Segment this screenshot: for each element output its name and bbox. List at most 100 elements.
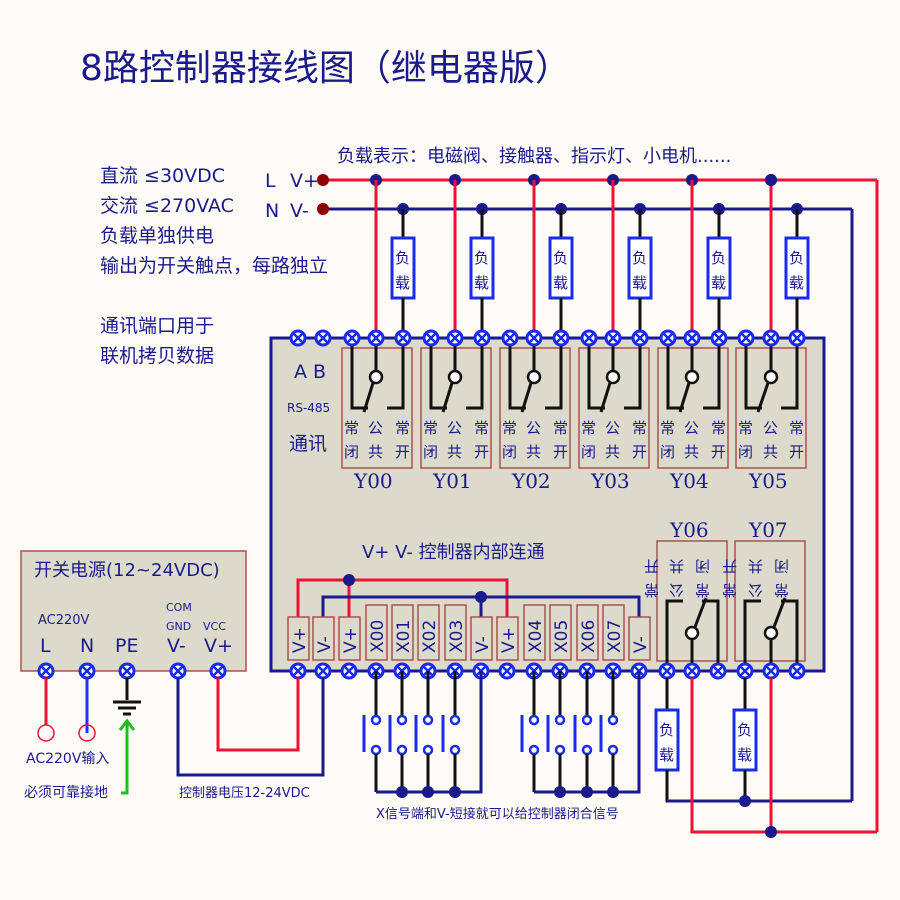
input-terminal-label-V+: V+ (341, 627, 361, 653)
terminal-cross (791, 332, 803, 344)
ground-arrow (121, 722, 129, 795)
terminal-cross (686, 332, 698, 344)
common-junction-dot (396, 786, 408, 798)
ps-terminal-n: N (80, 635, 94, 657)
input-terminal-label-V-: V- (631, 636, 651, 653)
com-junction-dot (765, 826, 777, 838)
load-label-top: 负 (632, 249, 647, 267)
page-title: 8路控制器接线图（继电器版） (80, 48, 571, 89)
input-terminal-box (470, 616, 493, 661)
contact-label-bottom: 闭 (502, 443, 517, 461)
button-contact-top (449, 714, 461, 726)
input-terminal-label-V+: V+ (290, 627, 310, 653)
bottom-terminal (498, 662, 516, 680)
common-junction-dot (449, 786, 461, 798)
note-dc-limit: 直流 ≤30VDC (100, 165, 225, 187)
ps-terminal-screw (78, 662, 96, 680)
controller-panel (269, 336, 826, 673)
top-terminal (394, 329, 412, 347)
input-terminal-label-V-: V- (473, 636, 493, 653)
contact-label-top: 公 (684, 419, 699, 437)
ps-terminal-vplus: V+ (204, 635, 233, 657)
load-label-bottom: 载 (474, 274, 489, 292)
ps-terminal-l: L (40, 635, 51, 657)
load-Y04: 负载 (706, 236, 732, 300)
nc-contact (666, 338, 684, 410)
contact-label-top: 公 (368, 419, 383, 437)
bus-junction-dot (765, 174, 777, 186)
contact-label-bottom: 开 (711, 443, 726, 461)
relay-label-Y04: Y04 (669, 469, 709, 493)
ac-n-input-icon (78, 724, 96, 742)
contact-label-top: 常 (644, 581, 659, 599)
nc-contact (350, 338, 368, 410)
terminal-cross (662, 332, 674, 344)
terminal-cross (739, 665, 751, 677)
switch-blade (678, 382, 691, 413)
com-pivot (526, 369, 542, 385)
button-contact-bottom (607, 744, 619, 756)
bus-n-label: N (265, 200, 279, 222)
load-Y03: 负载 (627, 236, 653, 300)
top-terminal (343, 329, 361, 347)
supply-vminus-wire (176, 678, 325, 777)
input-terminal-label-V+: V+ (499, 627, 519, 653)
load-label-top: 负 (659, 721, 674, 739)
note-separate-supply: 负载单独供电 (100, 225, 214, 247)
contact-label-top: 常 (774, 581, 789, 599)
contact-label-top: 常 (738, 419, 753, 437)
com-pivot (684, 369, 700, 385)
contact-label-top: 常 (581, 419, 596, 437)
no-contact (624, 338, 642, 410)
switch-blade (441, 382, 454, 413)
input-terminal-box (417, 604, 440, 661)
note-ctrl-voltage: 控制器电压12-24VDC (179, 786, 310, 801)
top-terminal (422, 329, 440, 347)
bus-l-vplus: V+ (290, 170, 319, 192)
ps-terminal-screw (209, 662, 227, 680)
bottom-terminal (658, 662, 676, 680)
terminal-cross (504, 332, 516, 344)
terminal-cross (501, 665, 513, 677)
ps-terminal-pe: PE (115, 635, 138, 657)
note-ac-limit: 交流 ≤270VAC (100, 195, 234, 217)
terminal-cross (317, 332, 329, 344)
no-contact (703, 338, 721, 410)
com-pivot (447, 369, 463, 385)
load-label-top: 负 (474, 249, 489, 267)
no-contact (743, 599, 761, 671)
contact-label-top: 公 (526, 419, 541, 437)
input-terminal-box (602, 604, 625, 661)
top-terminal (552, 329, 570, 347)
terminal-cross (172, 665, 184, 677)
ground-arrow-head (118, 718, 136, 731)
top-terminal (446, 329, 464, 347)
no-contact (665, 599, 683, 671)
ps-com-label: COM (166, 601, 192, 614)
rs485-ab-label: A B (294, 361, 326, 383)
bottom-terminal (736, 662, 754, 680)
load-Y01: 负载 (469, 236, 495, 300)
contact-label-bottom: 开 (789, 443, 804, 461)
contact-label-bottom: 共 (605, 443, 620, 461)
relay-label-Y07: Y07 (748, 518, 788, 542)
contact-label-bottom: 共 (684, 443, 699, 461)
top-terminal (659, 329, 677, 347)
switch-blade (693, 597, 708, 628)
power-supply-title: 开关电源(12~24VDC) (34, 560, 220, 581)
top-terminal (788, 329, 806, 347)
input-terminal-box (312, 616, 335, 661)
vminus-common-wire (534, 671, 641, 794)
switch-blade (756, 382, 770, 413)
terminal-cross (686, 665, 698, 677)
load-Y07: 负载 (732, 708, 758, 772)
note-ground: 必须可靠接地 (24, 784, 108, 801)
contact-label-bottom: 开 (395, 443, 410, 461)
bottom-terminal (314, 662, 332, 680)
contact-label-bottom: 共 (447, 443, 462, 461)
contact-label-bottom: 共 (763, 443, 778, 461)
load-label-bottom: 载 (395, 274, 410, 292)
button-contact-bottom (422, 744, 434, 756)
contact-label-top: 公 (447, 419, 462, 437)
